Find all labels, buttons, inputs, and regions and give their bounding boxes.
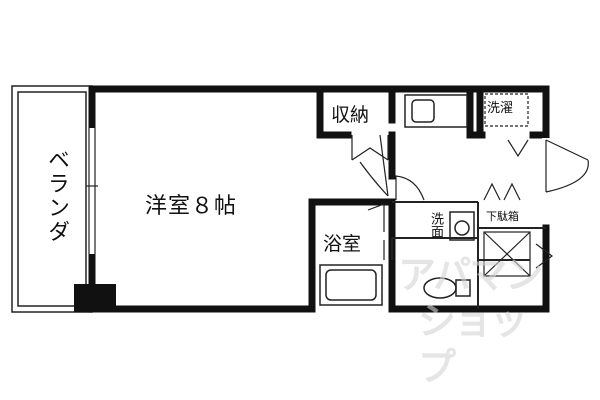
bathtub <box>319 264 383 306</box>
interior-walls <box>316 85 550 180</box>
watermark-logo: アパマン ショップ <box>398 252 548 389</box>
kitchen-sink <box>404 94 468 128</box>
wash-basin <box>449 211 475 241</box>
shoe-box-label: 下駄箱 <box>486 210 519 223</box>
storage-label: 収納 <box>331 104 370 126</box>
storage-doors <box>351 134 389 197</box>
washroom-label: 洗面 <box>428 212 443 238</box>
toilet <box>423 277 471 299</box>
hallway-doors <box>395 175 521 201</box>
bath-door <box>367 203 385 260</box>
laundry-label: 洗濯 <box>487 101 514 116</box>
entry-door <box>542 138 589 193</box>
balcony-window <box>86 128 98 254</box>
shoe-cabinet <box>483 231 553 277</box>
bath-label: 浴室 <box>323 233 362 255</box>
partitions <box>391 201 546 309</box>
watermark-line-2: ショップ <box>418 299 528 389</box>
laundry-area <box>484 93 529 158</box>
balcony-label: ベランダ <box>44 148 69 244</box>
western-room-label: 洋室８帖 <box>145 194 238 219</box>
pillar <box>74 284 116 312</box>
watermark-line-1: アパマン <box>398 253 543 297</box>
